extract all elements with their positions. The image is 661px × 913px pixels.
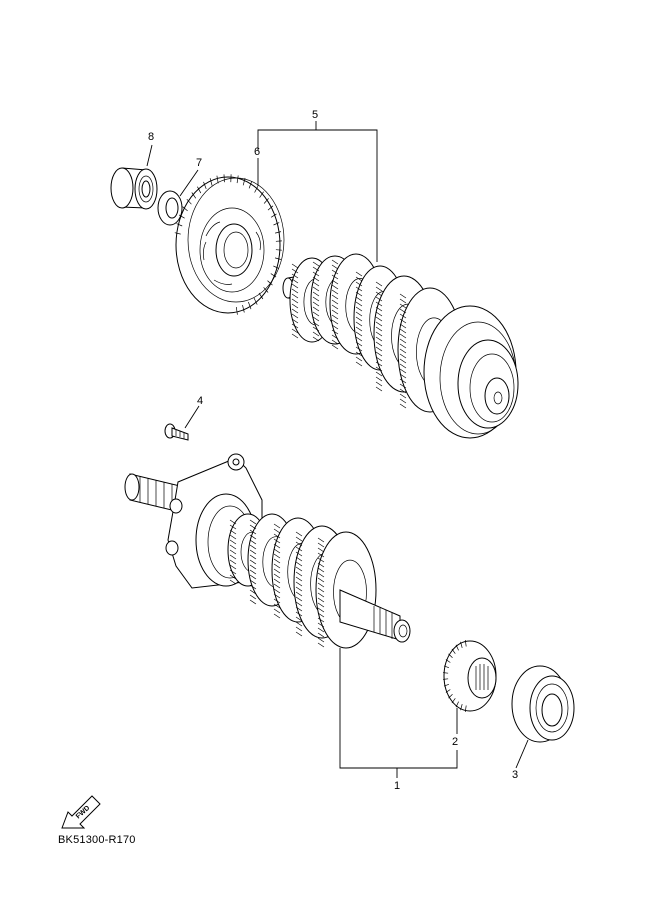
gear-part-2[interactable] [443,640,497,712]
callout-3: 3 [512,769,518,781]
callout-2: 2 [452,736,458,748]
screw-part-4[interactable] [164,423,189,441]
callout-7: 7 [196,157,202,169]
callouts: 8 7 6 5 4 2 3 1 [148,109,518,792]
leader-lines [146,121,529,778]
diagram-code: BK51300-R170 [58,834,136,846]
shaft-assembly-part-1[interactable] [124,453,411,649]
bearing-part-3[interactable] [511,665,575,743]
shaft-assembly-part-5[interactable] [282,253,519,439]
callout-8: 8 [148,131,154,143]
bearing-part-8[interactable] [110,167,158,210]
fwd-arrow-icon: FWD [61,795,101,829]
callout-4: 4 [197,395,203,407]
washer-part-7[interactable] [157,190,183,226]
callout-5: 5 [312,109,318,121]
callout-6: 6 [254,146,260,158]
callout-1: 1 [394,780,400,792]
gear-part-6[interactable] [174,174,285,315]
